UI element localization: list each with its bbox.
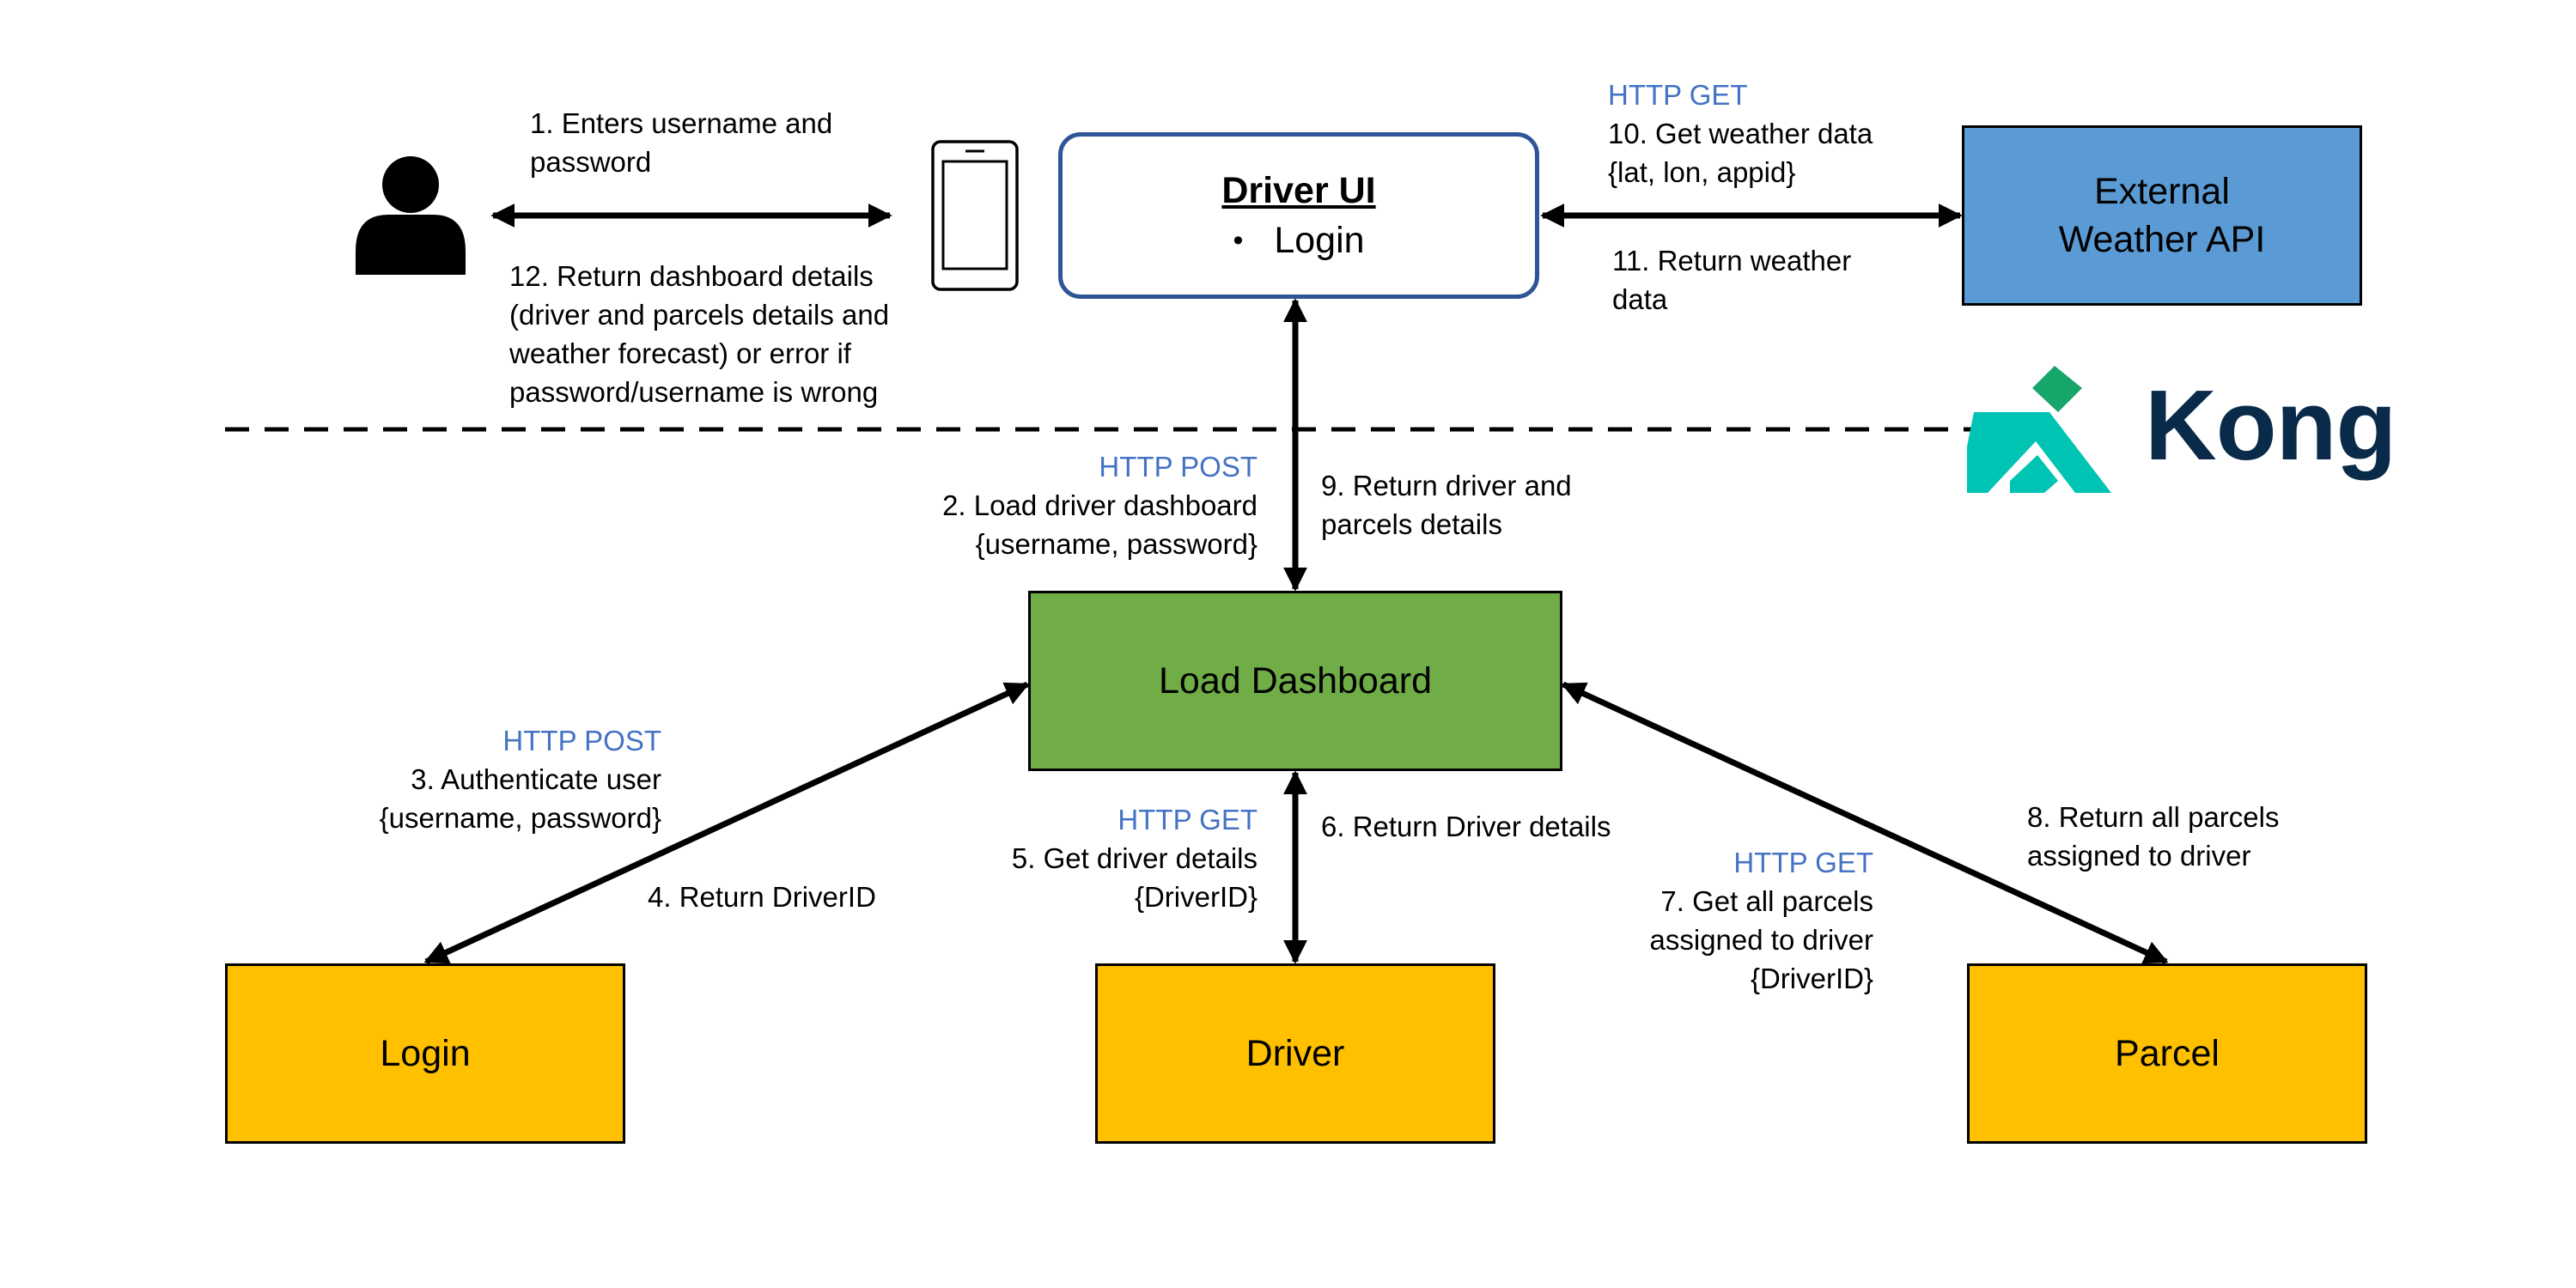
step-10-label: 10. Get weather data {lat, lon, appid} — [1608, 118, 1873, 188]
step-8-label: 8. Return all parcels assigned to driver — [2027, 801, 2280, 872]
login-service-box: Login — [225, 963, 625, 1144]
driver-service-box: Driver — [1095, 963, 1495, 1144]
step-5-label: 5. Get driver details {DriverID} — [1011, 842, 1258, 913]
step-7-protocol: HTTP GET — [1733, 847, 1873, 878]
mobile-phone-icon — [931, 140, 1019, 291]
arrow-dashboard-parcel — [1561, 681, 2169, 965]
external-weather-api-box: External Weather API — [1962, 125, 2362, 306]
step-3-label: 3. Authenticate user {username, password… — [379, 763, 661, 834]
arrow-dashboard-login — [423, 681, 1030, 965]
bullet-point: • — [1233, 224, 1244, 257]
step-10-protocol: HTTP GET — [1608, 79, 1748, 111]
kong-gateway-wordmark: Kong — [2145, 369, 2396, 481]
step-7-label: 7. Get all parcels assigned to driver {D… — [1649, 885, 1873, 994]
step-2-protocol: HTTP POST — [1099, 451, 1258, 483]
driver-ui-login-label: Login — [1274, 220, 1365, 261]
step-1-label: 1. Enters username and password — [530, 107, 833, 178]
driver-ui-box: Driver UI • Login — [1058, 132, 1539, 299]
step-6-label: 6. Return Driver details — [1321, 811, 1611, 842]
step-12-label: 12. Return dashboard details (driver and… — [509, 260, 890, 408]
step-3-protocol: HTTP POST — [502, 725, 661, 756]
step-2-label: 2. Load driver dashboard {username, pass… — [942, 489, 1258, 560]
driver-ui-title: Driver UI — [1221, 170, 1376, 211]
step-5-protocol: HTTP GET — [1117, 804, 1258, 835]
user-icon — [356, 156, 466, 275]
step-11-label: 11. Return weather data — [1612, 245, 1852, 315]
step-4-label: 4. Return DriverID — [648, 881, 876, 913]
kong-logo-icon — [1967, 366, 2111, 493]
load-dashboard-box: Load Dashboard — [1028, 591, 1562, 771]
parcel-service-box: Parcel — [1967, 963, 2367, 1144]
step-9-label: 9. Return driver and parcels details — [1321, 470, 1572, 540]
driver-ui-login-item: • Login — [1233, 217, 1364, 264]
